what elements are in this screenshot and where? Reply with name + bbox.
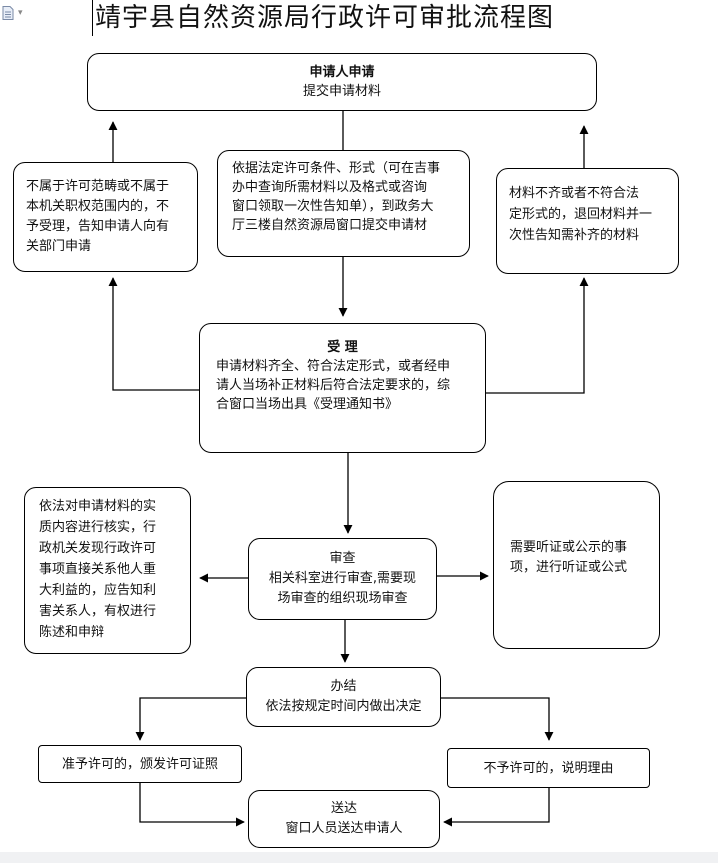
node-verify-line: 陈述和申辩 (39, 625, 105, 640)
node-basis-line: 厅三楼自然资源局窗口提交申请材 (232, 218, 428, 233)
node-not-in-scope-line: 予受理，告知申请人向有 (26, 219, 170, 234)
node-accept-line: 合窗口当场出具《受理通知书》 (216, 397, 399, 412)
node-review-line: 相关科室进行审查,需要现 (268, 571, 417, 586)
node-hearing-line: 项，进行听证或公式 (510, 560, 628, 575)
node-incomplete: 材料不齐或者不符合法 定形式的，退回材料并一 次性告知需补齐的材料 (496, 168, 679, 274)
node-deliver-text: 窗口人员送达申请人 (285, 821, 403, 836)
node-not-in-scope-line: 关部门申请 (26, 239, 92, 254)
node-basis-line: 窗口领取一次性告知单），到政务大 (232, 199, 434, 214)
caret-down-icon[interactable]: ▾ (18, 8, 23, 18)
node-not-in-scope: 不属于许可范畴或不属于 本机关职权范围内的，不 予受理，告知申请人向有 关部门申… (13, 162, 198, 272)
node-incomplete-line: 定形式的，退回材料并一 (509, 207, 653, 222)
node-verify-line: 依法对申请材料的实 (39, 499, 157, 514)
node-verify-line: 大利益的，应告知利 (39, 583, 157, 598)
connector-accept-incomplete (486, 277, 589, 394)
node-conclude-text: 依法按规定时间内做出决定 (265, 699, 422, 714)
node-accept: 受 理 申请材料齐全、符合法定形式，或者经申 请人当场补正材料后符合法定要求的，… (199, 323, 486, 453)
node-not-in-scope-line: 本机关职权范围内的，不 (26, 199, 170, 214)
node-deny: 不予许可的，说明理由 (447, 748, 650, 788)
bottom-strip (0, 852, 718, 863)
node-basis: 依据法定许可条件、形式（可在吉事 办中查询所需材料以及格式或咨询 窗口领取一次性… (217, 150, 470, 257)
page-title: 靖宇县自然资源局行政许可审批流程图 (92, 0, 554, 36)
node-apply: 申请人申请 提交申请材料 (87, 53, 597, 111)
node-verify-line: 事项直接关系他人重 (39, 562, 157, 577)
node-grant-text: 准予许可的，颁发许可证照 (61, 756, 218, 772)
node-verify: 依法对申请材料的实 质内容进行核实，行 政机关发现行政许可 事项直接关系他人重 … (24, 487, 191, 654)
node-deny-text: 不予许可的，说明理由 (483, 760, 614, 776)
connector-conclude-deny (441, 697, 554, 741)
node-review: 审查 相关科室进行审查,需要现 场审查的组织现场审查 (248, 538, 437, 620)
node-conclude-heading: 办结 (330, 679, 357, 694)
node-verify-line: 质内容进行核实，行 (39, 520, 157, 535)
node-not-in-scope-line: 不属于许可范畴或不属于 (26, 179, 170, 194)
node-verify-line: 害关系人，有权进行 (39, 604, 157, 619)
node-accept-heading: 受 理 (327, 340, 358, 355)
node-deliver: 送达 窗口人员送达申请人 (248, 790, 440, 848)
connector-grant-deliver (139, 783, 245, 827)
connector-conclude-grant (135, 697, 246, 741)
node-review-line: 场审查的组织现场审查 (277, 591, 408, 606)
connector-deny-deliver (443, 788, 550, 827)
node-apply-text: 提交申请材料 (302, 84, 381, 99)
node-hearing: 需要听证或公示的事 项，进行听证或公式 (493, 481, 660, 649)
node-accept-line: 申请材料齐全、符合法定形式，或者经申 (216, 359, 451, 374)
node-conclude: 办结 依法按规定时间内做出决定 (246, 667, 441, 727)
document-icon (2, 6, 14, 20)
node-verify-line: 政机关发现行政许可 (39, 541, 157, 556)
node-incomplete-line: 次性告知需补齐的材料 (509, 228, 640, 243)
node-grant: 准予许可的，颁发许可证照 (38, 745, 242, 783)
node-accept-line: 请人当场补正材料后符合法定要求的，综 (216, 378, 451, 393)
node-incomplete-line: 材料不齐或者不符合法 (509, 186, 640, 201)
node-review-heading: 审查 (329, 551, 356, 566)
node-deliver-heading: 送达 (330, 801, 357, 816)
node-basis-line: 依据法定许可条件、形式（可在吉事 (232, 161, 441, 176)
node-hearing-line: 需要听证或公示的事 (510, 540, 628, 555)
node-basis-line: 办中查询所需材料以及格式或咨询 (232, 180, 428, 195)
node-apply-heading: 申请人申请 (309, 65, 375, 80)
connector-accept-notscope (108, 277, 199, 391)
